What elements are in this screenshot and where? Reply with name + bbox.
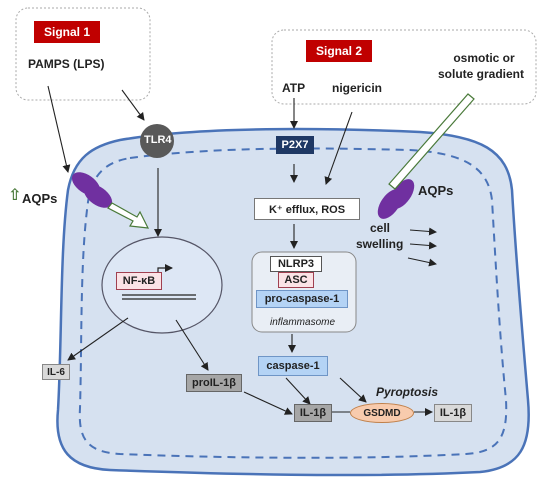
cell-inner-dashed-membrane	[78, 147, 508, 459]
proil1b-box: proIL-1β	[186, 374, 242, 392]
arrow-pamps-to-aqp	[47, 85, 71, 173]
atp-label: ATP	[282, 81, 306, 95]
p2x7-receptor: P2X7	[276, 136, 314, 154]
aqps-left-arrow-icon: ⇧	[8, 187, 22, 204]
pamps-label: PAMPS (LPS)	[28, 57, 105, 71]
tlr4-label: TLR4	[144, 134, 172, 146]
gsdmd-box: GSDMD	[350, 403, 414, 423]
il6-box: IL-6	[42, 364, 70, 380]
aqps-left-label: AQPs	[22, 191, 58, 206]
arrow-pamps-to-tlr4	[121, 89, 145, 121]
arrow-nigericin-to-kefflux	[324, 111, 353, 185]
nucleus	[101, 236, 223, 334]
tlr4-receptor	[140, 124, 174, 158]
inflammasome-label: inflammasome	[270, 317, 336, 328]
signal1-badge: Signal 1	[34, 21, 100, 43]
nfkb-box: NF-κB	[116, 272, 162, 290]
nlrp3-box: NLRP3	[270, 256, 322, 272]
pro-caspase-box: pro-caspase-1	[256, 290, 348, 308]
arrow-swelling-3	[407, 257, 437, 267]
signal2-badge: Signal 2	[306, 40, 372, 62]
asc-box: ASC	[278, 272, 314, 288]
arrow-swelling-1	[409, 227, 437, 236]
caspase-1-box: caspase-1	[258, 356, 328, 376]
il1b-inside-box: IL-1β	[294, 404, 332, 422]
arrow-nucleus-to-proil1b	[175, 319, 209, 371]
il1b-outside-box: IL-1β	[434, 404, 472, 422]
aqp-right-channel	[377, 179, 415, 219]
osmotic-label-line1: osmotic or	[453, 51, 515, 65]
aqp-water-flow-arrow	[107, 202, 150, 229]
arrow-nucleus-to-il6	[67, 317, 129, 361]
nigericin-label: nigericin	[332, 81, 383, 95]
pyroptosis-label: Pyroptosis	[376, 385, 439, 399]
aqps-right-label: AQPs	[418, 183, 454, 198]
arrow-proil1b-to-il1b	[243, 391, 293, 415]
aqp-left-channel	[71, 172, 113, 208]
cell-swelling-label-2: swelling	[356, 237, 404, 251]
arrow-caspase-to-il1b	[285, 377, 311, 405]
arrow-caspase-to-gsdmd	[339, 377, 367, 403]
cell-swelling-label-1: cell	[370, 221, 391, 235]
osmotic-label-line2: solute gradient	[437, 67, 524, 81]
arrow-swelling-2	[409, 241, 437, 250]
osmotic-gradient-arrow	[388, 93, 475, 190]
k-efflux-box: K⁺ efflux, ROS	[254, 198, 360, 220]
